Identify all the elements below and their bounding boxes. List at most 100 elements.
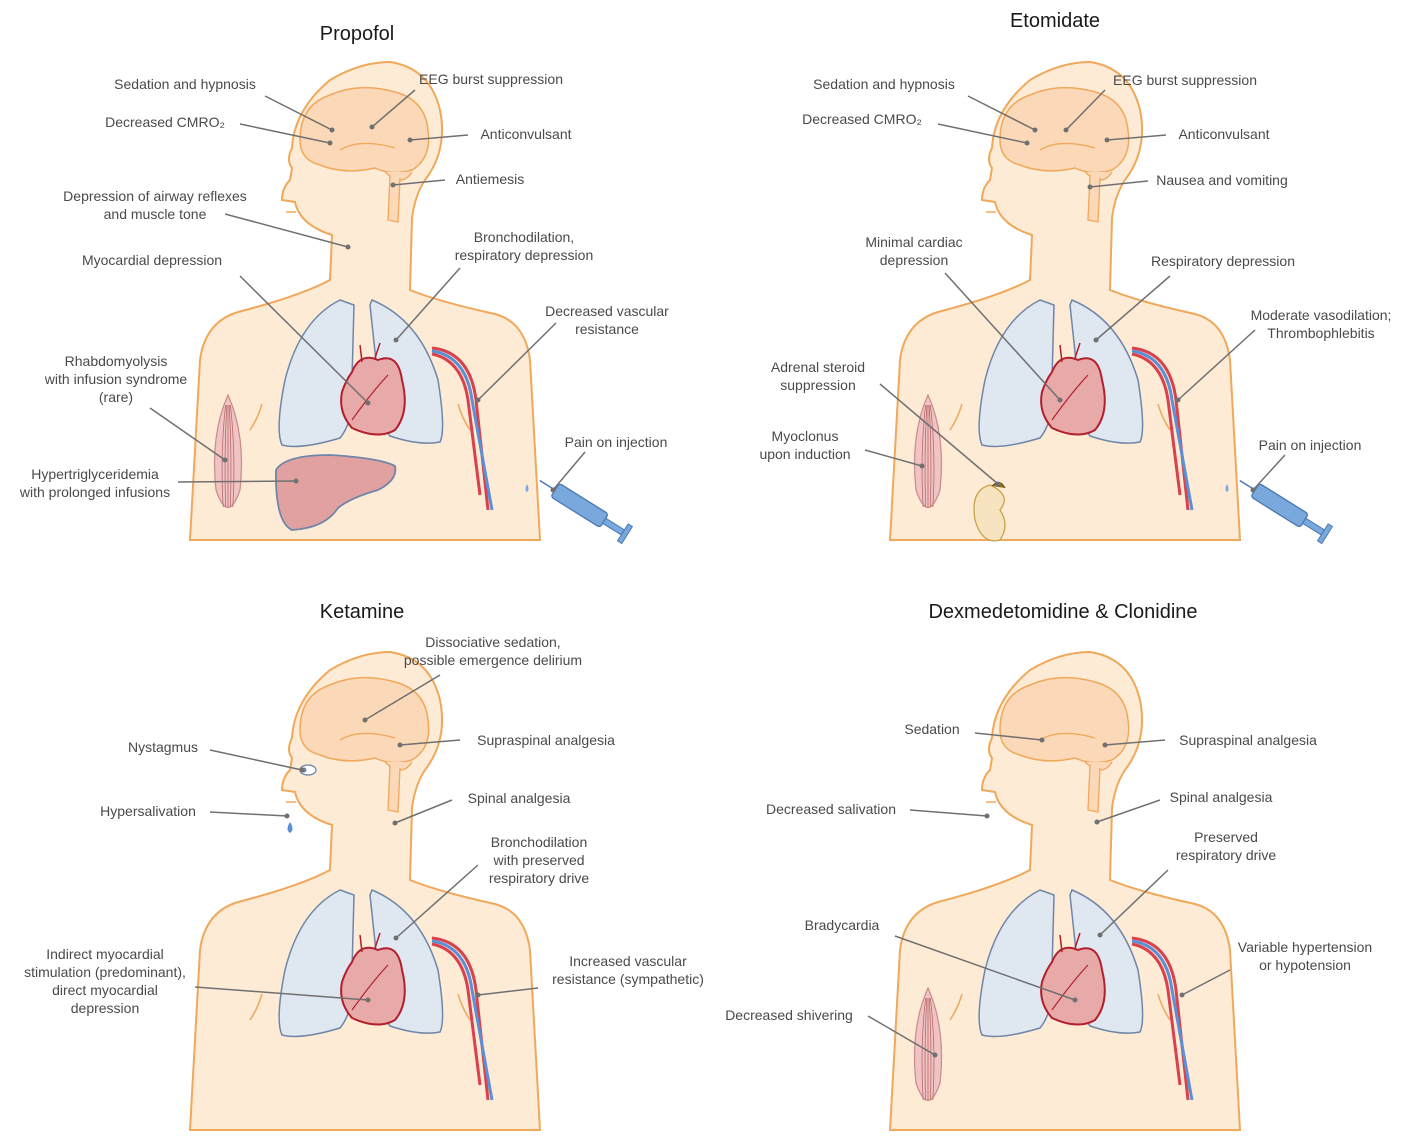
- effect-label-text: Spinal analgesia: [468, 790, 571, 806]
- leader-dot: [1251, 488, 1256, 493]
- leader-dot: [366, 998, 371, 1003]
- leader-dot: [1058, 398, 1063, 403]
- effect-label-text: (rare): [99, 389, 133, 405]
- effect-label-text: Hypertriglyceridemia: [31, 466, 159, 482]
- effect-label-text: direct myocardial: [52, 982, 158, 998]
- effect-label-text: Antiemesis: [456, 171, 524, 187]
- leader-dot: [476, 398, 481, 403]
- panel-title: Ketamine: [320, 601, 405, 623]
- body-group: [190, 652, 540, 1130]
- leader-dot: [328, 141, 333, 146]
- leader-dot: [476, 993, 481, 998]
- leader-dot: [300, 768, 305, 773]
- effect-label-text: Decreased salivation: [766, 801, 896, 817]
- leader-dot: [1025, 141, 1030, 146]
- effect-label-text: possible emergence delirium: [404, 652, 582, 668]
- effect-label-text: Moderate vasodilation;: [1251, 307, 1392, 323]
- effect-label: Pain on injection: [551, 434, 668, 493]
- effect-label-text: Decreased vascular: [545, 303, 669, 319]
- effect-label-text: Decreased CMRO₂: [802, 111, 922, 127]
- panel-title: Propofol: [320, 23, 395, 45]
- syringe-plunger: [603, 518, 625, 535]
- effect-label-text: Anticonvulsant: [1178, 126, 1269, 142]
- effect-label: Spinal analgesia: [1095, 789, 1273, 825]
- leader-dot: [398, 743, 403, 748]
- brainstem-icon: [388, 765, 400, 812]
- leader-dot: [1088, 185, 1093, 190]
- leader-dot: [394, 338, 399, 343]
- syringe-icon: [1234, 472, 1332, 544]
- brainstem-icon: [388, 175, 400, 222]
- leader-dot: [391, 183, 396, 188]
- effect-label-text: respiratory depression: [455, 247, 594, 263]
- leader-dot: [408, 138, 413, 143]
- leader-dot: [1033, 128, 1038, 133]
- effect-label-text: EEG burst suppression: [419, 71, 563, 87]
- effect-label-text: Variable hypertension: [1238, 939, 1372, 955]
- effect-label-text: Rhabdomyolysis: [65, 353, 168, 369]
- effect-label-text: respiratory drive: [489, 870, 590, 886]
- effect-label-text: with preserved: [492, 852, 584, 868]
- effect-label-text: Preserved: [1194, 829, 1258, 845]
- effect-label-text: or hypotension: [1259, 957, 1351, 973]
- effect-label: Decreased salivation: [766, 801, 989, 819]
- effect-label-text: depression: [71, 1000, 140, 1016]
- leader-dot: [294, 479, 299, 484]
- leader-dot: [1180, 993, 1185, 998]
- leader-line: [553, 452, 585, 490]
- leader-dot: [370, 125, 375, 130]
- effect-label-text: Hypersalivation: [100, 803, 196, 819]
- effect-label-text: Myoclonus: [772, 428, 839, 444]
- leader-dot: [363, 718, 368, 723]
- leader-dot: [223, 458, 228, 463]
- leader-dot: [1040, 738, 1045, 743]
- effect-label-text: Supraspinal analgesia: [1179, 732, 1317, 748]
- effect-label-text: Myocardial depression: [82, 252, 222, 268]
- brain-icon: [1000, 678, 1129, 763]
- effect-label-text: Respiratory depression: [1151, 253, 1295, 269]
- effect-label-text: stimulation (predominant),: [24, 964, 186, 980]
- panel-ketamine: [190, 652, 540, 1130]
- panel-title: Etomidate: [1010, 10, 1100, 32]
- effect-label-text: Sedation and hypnosis: [114, 76, 256, 92]
- leader-dot: [1103, 743, 1108, 748]
- syringe-icon: [534, 472, 632, 544]
- effect-label-text: Bradycardia: [805, 917, 880, 933]
- leader-dot: [996, 482, 1001, 487]
- effect-label-text: with infusion syndrome: [44, 371, 188, 387]
- syringe-barrel: [1251, 483, 1309, 527]
- syringe-plunger: [1303, 518, 1325, 535]
- effect-label-text: resistance (sympathetic): [552, 971, 704, 987]
- leader-dot: [330, 128, 335, 133]
- brainstem-icon: [1088, 175, 1100, 222]
- effect-label-text: Pain on injection: [1259, 437, 1362, 453]
- effect-label: Spinal analgesia: [393, 790, 571, 826]
- effect-label-text: Anticonvulsant: [480, 126, 571, 142]
- effect-label-text: with prolonged infusions: [19, 484, 170, 500]
- brainstem-icon: [1088, 765, 1100, 812]
- leader-line: [210, 812, 287, 816]
- syringe-barrel: [551, 483, 609, 527]
- leader-dot: [346, 245, 351, 250]
- effect-label-text: Bronchodilation,: [474, 229, 574, 245]
- effect-label: Pain on injection: [1251, 437, 1362, 493]
- effect-label-text: EEG burst suppression: [1113, 72, 1257, 88]
- leader-dot: [920, 464, 925, 469]
- leader-line: [210, 750, 302, 770]
- effect-label-text: Dissociative sedation,: [425, 634, 560, 650]
- leader-dot: [1176, 398, 1181, 403]
- effect-label-text: and muscle tone: [104, 206, 207, 222]
- effect-label-text: Indirect myocardial: [46, 946, 164, 962]
- effect-label-text: Supraspinal analgesia: [477, 732, 615, 748]
- leader-dot: [1064, 128, 1069, 133]
- effect-label-text: upon induction: [759, 446, 850, 462]
- effect-label-text: Pain on injection: [565, 434, 668, 450]
- brain-icon: [300, 88, 429, 173]
- effect-label-text: Spinal analgesia: [1170, 789, 1273, 805]
- leader-dot: [1073, 998, 1078, 1003]
- effect-label-text: Minimal cardiac: [865, 234, 962, 250]
- effect-label: Hypersalivation: [100, 803, 289, 819]
- leader-dot: [933, 1053, 938, 1058]
- leader-line: [1253, 455, 1285, 490]
